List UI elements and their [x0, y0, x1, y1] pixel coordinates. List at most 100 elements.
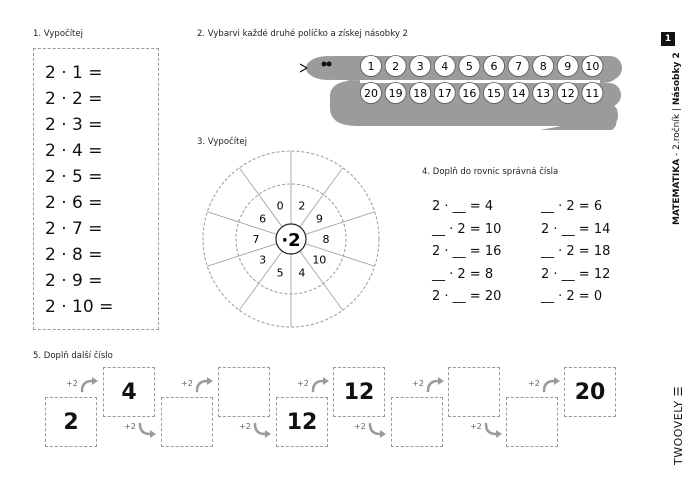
equation: 2 · 4 = [45, 141, 103, 161]
snake-cell-circle[interactable] [409, 82, 432, 104]
snake-cell[interactable]: 1 [360, 55, 382, 77]
snake-cell-circle[interactable] [556, 55, 579, 77]
snake-cell-circle[interactable] [507, 55, 530, 77]
arrowhead-icon [150, 430, 156, 438]
step-label: +2 [239, 422, 251, 431]
snake-bend [331, 78, 362, 114]
step-label: +2 [354, 422, 366, 431]
snake-cell-number: 1 [368, 60, 375, 73]
arrow-down-icon [253, 422, 267, 436]
snake-cell[interactable]: 8 [532, 55, 555, 77]
snake-cell-number: 20 [364, 87, 378, 100]
snake-cell[interactable]: 6 [483, 55, 505, 77]
arrow-up-icon [542, 379, 556, 393]
snake-cell[interactable]: 10 [581, 55, 604, 77]
wheel-center-label: ·2 [281, 230, 300, 251]
snake-cell-circle[interactable] [581, 82, 604, 104]
snake-cell[interactable]: 15 [483, 82, 505, 104]
snake-cell[interactable]: 17 [433, 82, 456, 104]
snake-eye [326, 61, 332, 67]
equation: 2 · 10 = [45, 297, 114, 317]
snake-cell[interactable]: 16 [458, 82, 481, 104]
equation: 2 · 3 = [45, 115, 103, 135]
step-label: +2 [124, 422, 136, 431]
wheel-spoke [207, 211, 277, 235]
task2-heading: 2. Vybarvi každé druhé políčko a získej … [197, 29, 408, 39]
wheel-spokes [207, 151, 375, 327]
snake-cell-circle[interactable] [360, 82, 382, 104]
equation: 2 · 9 = [45, 271, 103, 291]
snake-tongue [300, 63, 308, 73]
snake-cell-circle[interactable] [409, 55, 432, 77]
snake-cell-circle[interactable] [384, 82, 407, 104]
sequence-box[interactable]: 12 [276, 397, 328, 447]
snake-cell-number: 9 [564, 60, 571, 73]
snake-cell[interactable]: 12 [556, 82, 579, 104]
task3-heading: 3. Vypočítej [197, 137, 247, 147]
sequence-box[interactable] [161, 397, 213, 447]
wheel-spoke [238, 250, 283, 311]
wheel-number: 5 [277, 266, 284, 279]
snake-cell[interactable]: 7 [507, 55, 530, 77]
snake-cell-circle[interactable] [433, 55, 456, 77]
task4-heading: 4. Doplň do rovnic správná čísla [422, 167, 559, 177]
snake-cell[interactable]: 9 [556, 55, 579, 77]
snake-cell[interactable]: 3 [409, 55, 432, 77]
snake-cell-circle[interactable] [384, 55, 407, 77]
snake-cell-circle[interactable] [532, 55, 555, 77]
sequence-box[interactable] [448, 367, 500, 417]
arrow-up-icon [80, 379, 94, 393]
arrowhead-icon [207, 377, 213, 385]
snake-cell[interactable]: 19 [384, 82, 407, 104]
snake-eye [321, 61, 327, 67]
snake-cell[interactable]: 13 [532, 82, 555, 104]
snake-cell-circle[interactable] [433, 82, 456, 104]
snake-cell-circle[interactable] [507, 82, 530, 104]
step-label: +2 [470, 422, 482, 431]
snake-cell-number: 7 [515, 60, 522, 73]
grade-label: - 2.ročník [672, 113, 682, 159]
step-label: +2 [528, 379, 540, 388]
snake-cell-circle[interactable] [483, 55, 505, 77]
fill-equation: 2 · __ = 14 [541, 221, 611, 237]
equation: 2 · 1 = [45, 63, 103, 83]
snake-cell-circle[interactable] [581, 55, 604, 77]
wheel-spoke [207, 243, 277, 267]
snake-cell[interactable]: 4 [433, 55, 456, 77]
wheel-number: 6 [259, 212, 266, 225]
snake-cell-circle[interactable] [556, 82, 579, 104]
fill-equation: __ · 2 = 10 [432, 221, 502, 237]
sequence-box[interactable] [391, 397, 443, 447]
arrowhead-icon [265, 430, 271, 438]
step-label: +2 [181, 379, 193, 388]
arrowhead-icon [554, 377, 560, 385]
wheel-number: 0 [277, 200, 284, 213]
equation: 2 · 2 = [45, 89, 103, 109]
wheel-number: 4 [298, 266, 305, 279]
snake-tail [540, 105, 617, 130]
sequence-box[interactable] [218, 367, 270, 417]
fill-equation: __ · 2 = 6 [541, 199, 603, 214]
snake-cell-circle[interactable] [360, 55, 382, 77]
fill-equation: __ · 2 = 8 [432, 266, 494, 282]
snake-cell[interactable]: 11 [581, 82, 604, 104]
arrowhead-icon [380, 430, 386, 438]
snake-cell[interactable]: 20 [360, 82, 382, 104]
wheel-spoke [299, 167, 344, 228]
sequence-box: 2 [45, 397, 97, 447]
snake-cell[interactable]: 5 [458, 55, 481, 77]
snake-cell[interactable]: 14 [507, 82, 530, 104]
fill-equation: 2 · __ = 20 [432, 289, 502, 304]
snake-cell[interactable]: 2 [384, 55, 407, 77]
snake-cell-circle[interactable] [458, 82, 481, 104]
snake-cell-circle[interactable] [532, 82, 555, 104]
snake-cell-number: 5 [466, 60, 473, 73]
snake-cell-circle[interactable] [483, 82, 505, 104]
snake-cell[interactable]: 18 [409, 82, 432, 104]
task1-box [33, 48, 159, 330]
sequence-box[interactable] [506, 397, 558, 447]
step-label: +2 [66, 379, 78, 388]
snake-cell-circle[interactable] [458, 55, 481, 77]
wheel-number: 3 [259, 254, 266, 267]
